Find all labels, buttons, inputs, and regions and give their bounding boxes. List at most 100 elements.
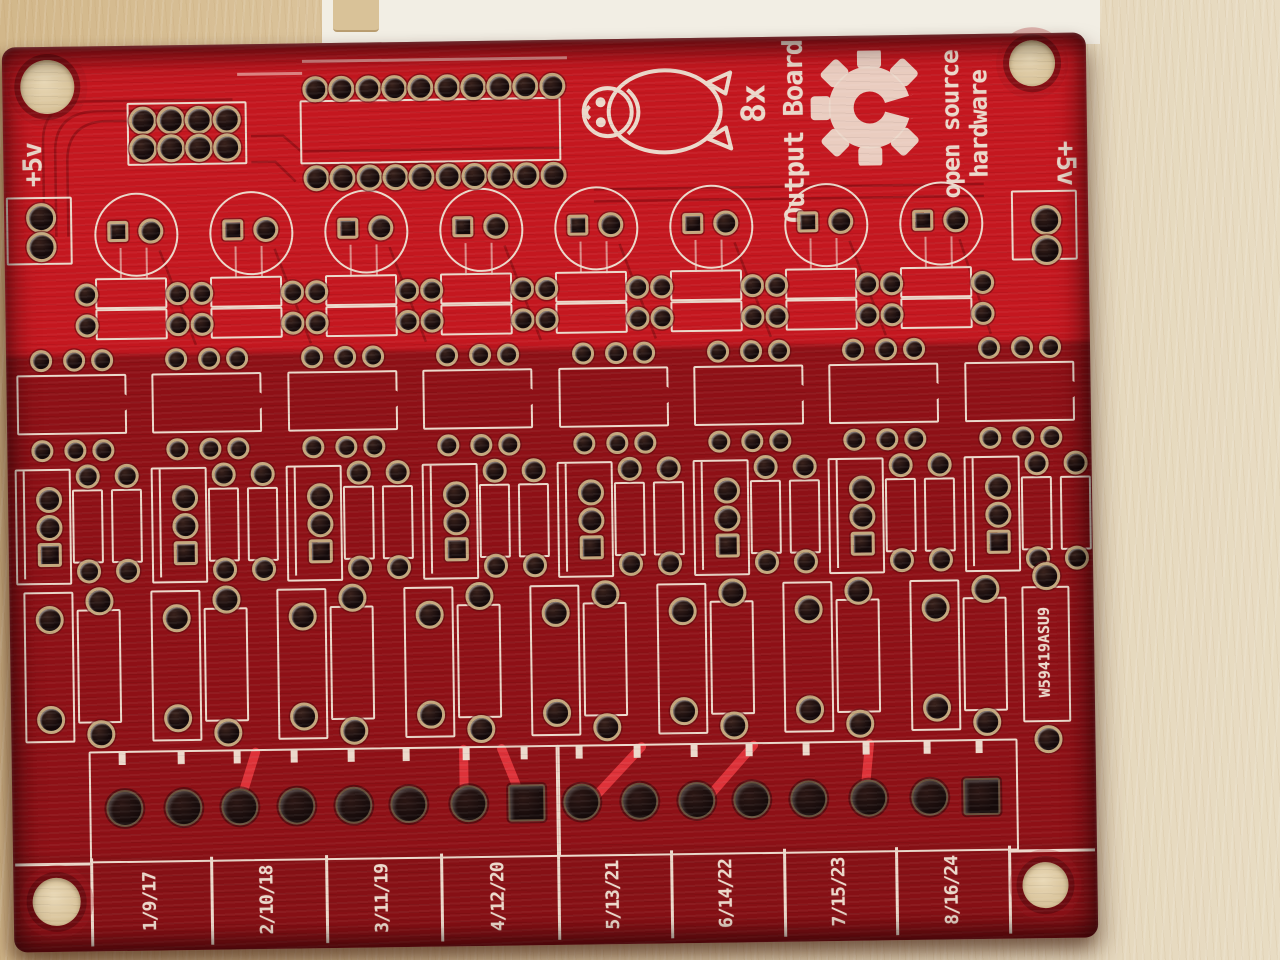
diode-outline xyxy=(329,605,376,721)
via-pad xyxy=(572,432,596,455)
dip-ic-outline xyxy=(299,96,562,165)
resistor-pad xyxy=(740,304,765,328)
diode-pad xyxy=(972,707,1001,737)
transistor-pad xyxy=(451,215,473,237)
resistor-outline xyxy=(209,275,283,308)
terminal-pad xyxy=(910,777,949,816)
resistor-pad xyxy=(419,277,443,302)
resistor-pad xyxy=(855,302,880,327)
vertical-resistor-outline xyxy=(1059,475,1092,550)
trace-stub xyxy=(375,244,378,277)
trace-stub xyxy=(720,239,723,272)
terminal-tick xyxy=(402,747,410,762)
transistor-pad xyxy=(796,210,818,233)
via-pad xyxy=(977,336,1000,360)
channel-label: 5/13/21 xyxy=(602,860,625,930)
via-pad xyxy=(633,431,657,454)
resistor-pad xyxy=(534,307,559,331)
dip-pin xyxy=(354,75,382,102)
power-label-right: +5v xyxy=(1050,140,1081,185)
resistor-outline xyxy=(95,308,168,341)
resistor-pad xyxy=(791,454,817,479)
oshw-text-line1: open source xyxy=(935,50,966,199)
resistor-pad xyxy=(165,281,189,305)
resistor-pad xyxy=(740,273,764,297)
resistor-pad xyxy=(395,309,420,333)
resistor-pad xyxy=(1062,450,1088,475)
terminal-pad xyxy=(507,783,546,822)
oshw-gear-icon xyxy=(810,49,938,167)
via-pad xyxy=(1011,426,1035,449)
diode-pad xyxy=(717,578,747,607)
resistor-pad xyxy=(970,301,995,325)
diode-pad xyxy=(211,585,241,614)
vertical-resistor-outline xyxy=(652,481,685,556)
diode-pad xyxy=(464,581,494,611)
capacitor-pad xyxy=(308,539,333,564)
resistor-pad xyxy=(212,557,237,582)
via-pad xyxy=(301,436,325,459)
resistor-outline xyxy=(439,272,513,305)
relay-pad xyxy=(163,704,192,733)
diode-outline xyxy=(456,603,502,719)
oshw-text-line2: hardware xyxy=(964,69,994,178)
trace-stub xyxy=(349,244,352,277)
via-pad xyxy=(361,345,385,368)
vertical-resistor-outline xyxy=(207,487,240,562)
terminal-tick xyxy=(233,750,241,764)
transistor-pad xyxy=(712,209,738,236)
resistor-pad xyxy=(764,304,789,328)
resistor-pad xyxy=(1023,451,1049,476)
transistor-pad xyxy=(367,214,393,241)
terminal-tick xyxy=(575,745,583,759)
resistor-pad xyxy=(754,549,779,575)
optocoupler-outline xyxy=(151,372,263,434)
resistor-pad xyxy=(419,308,444,333)
resistor-pad xyxy=(879,271,903,295)
relay-pad xyxy=(669,696,698,726)
terminal-pad xyxy=(962,777,1001,815)
terminal-tick xyxy=(118,751,126,766)
terminal-pad xyxy=(620,782,659,820)
resistor-pad xyxy=(280,310,305,335)
channel-label: 2/10/18 xyxy=(256,865,279,935)
dip-pin xyxy=(355,164,383,191)
resistor-outline xyxy=(669,269,743,302)
dip-pin xyxy=(461,162,488,190)
trace-stub xyxy=(119,247,122,280)
trace-stub xyxy=(835,237,838,270)
via-pad xyxy=(706,340,730,363)
vertical-resistor-outline xyxy=(788,479,821,554)
capacitor-pad xyxy=(171,512,199,540)
diode-outline xyxy=(203,607,249,722)
resistor-pad xyxy=(250,461,275,487)
relay-pad xyxy=(920,593,950,622)
terminal-pad xyxy=(449,784,488,822)
terminal-pad xyxy=(732,780,771,818)
resistor-pad xyxy=(625,275,649,299)
resistor-pad xyxy=(510,307,535,332)
via-pad xyxy=(1039,425,1063,449)
optocoupler-outline xyxy=(16,373,128,436)
resistor-outline xyxy=(899,266,973,299)
terminal-tick xyxy=(177,751,185,765)
dip-pin xyxy=(538,72,566,100)
via-pad xyxy=(632,341,655,364)
dip-pin xyxy=(459,73,487,101)
optocoupler-notch xyxy=(792,384,807,402)
terminal-tick xyxy=(690,743,698,758)
resistor-pad xyxy=(970,270,994,294)
resistor-pad xyxy=(165,312,190,336)
transistor-pad xyxy=(942,206,968,232)
trace-stub xyxy=(490,242,493,275)
resistor-outline xyxy=(440,303,513,336)
resistor-pad xyxy=(304,310,329,334)
resistor-pad xyxy=(211,462,236,487)
optocoupler-outline xyxy=(557,366,669,428)
via-pad xyxy=(1038,335,1061,359)
optocoupler-outline xyxy=(964,360,1075,423)
vertical-resistor-outline xyxy=(110,488,143,564)
resistor-pad xyxy=(1064,545,1089,570)
transistor-pad xyxy=(106,220,128,242)
resistor-pad xyxy=(251,556,276,582)
